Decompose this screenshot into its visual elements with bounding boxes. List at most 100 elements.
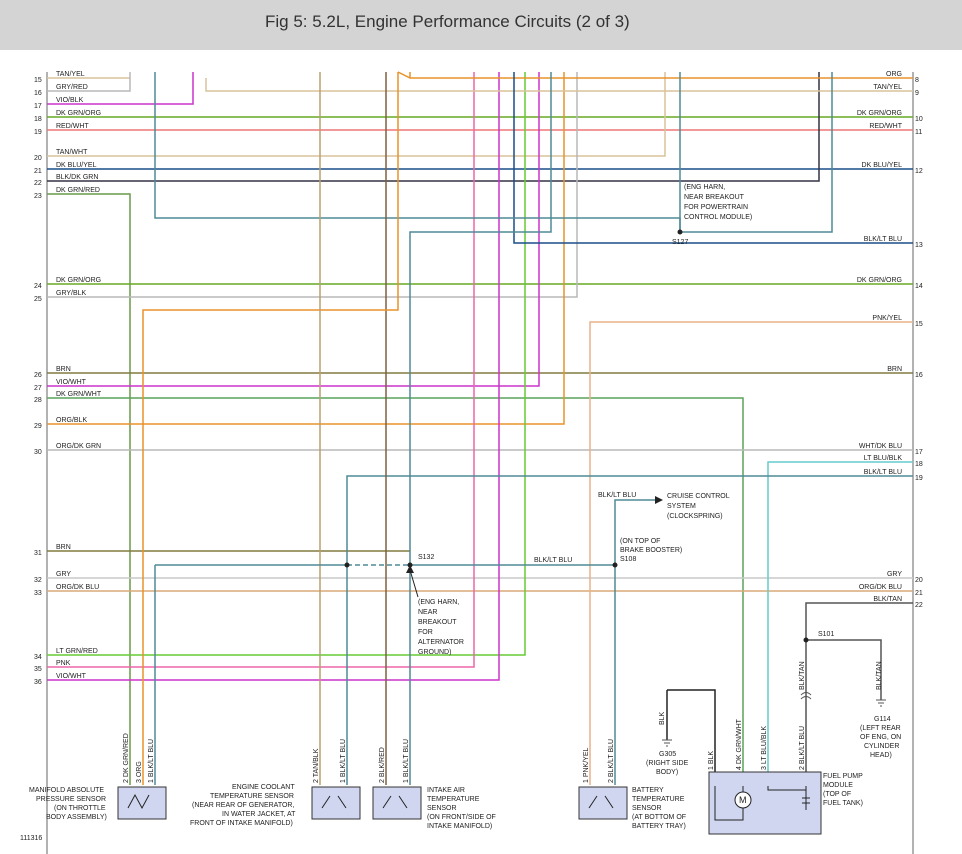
svg-text:(AT BOTTOM OF: (AT BOTTOM OF: [632, 814, 686, 821]
splice-s127-dot: [677, 229, 683, 235]
left-wire-number: 22: [34, 180, 42, 187]
right-wire-number: 20: [915, 577, 923, 584]
right-wire-number: 15: [915, 321, 923, 328]
right-wire-label: BRN: [887, 366, 902, 373]
left-wire-label: GRY/BLK: [56, 290, 87, 297]
bat-sensor-box: [578, 786, 628, 820]
figure-id: 111316: [20, 835, 42, 842]
right-wire-number: 22: [915, 602, 923, 609]
s127-note-1: (ENG HARN,: [684, 184, 725, 191]
s108-note-2: BRAKE BOOSTER): [620, 547, 682, 554]
g114-label-5: HEAD): [870, 752, 892, 759]
fuel-pump-label: FUEL PUMP MODULE (TOP OF FUEL TANK): [823, 773, 863, 807]
left-wire-label: DK BLU/YEL: [56, 162, 97, 169]
left-wire-label: DK GRN/RED: [56, 187, 100, 194]
bat-pin-1: 1 PNK/YEL: [583, 747, 590, 783]
right-wire-number: 10: [915, 116, 923, 123]
svg-text:FUEL PUMP: FUEL PUMP: [823, 773, 863, 780]
map-pin-2: 2 DK GRN/RED: [123, 733, 130, 783]
right-wire-label: ORG: [886, 71, 902, 78]
g114-wire-label: BLK/TAN: [876, 661, 883, 690]
right-wire-number: 11: [915, 129, 922, 136]
right-wire-label: TAN/YEL: [873, 84, 902, 91]
bat-pin-2: 2 BLK/LT BLU: [608, 739, 615, 783]
right-wire-number: 18: [915, 461, 923, 468]
left-wire-number: 24: [34, 283, 42, 290]
right-wire-label: DK GRN/ORG: [857, 277, 902, 284]
svg-text:(NEAR REAR OF GENERATOR,: (NEAR REAR OF GENERATOR,: [192, 802, 294, 809]
iat-pin-2: 2 BLK/RED: [379, 747, 386, 783]
svg-text:SENSOR: SENSOR: [427, 805, 457, 812]
left-wire-label: GRY/RED: [56, 84, 88, 91]
left-wire-number: 23: [34, 193, 42, 200]
left-wire-label: VIO/BLK: [56, 97, 84, 104]
fp-pin-3: 3 LT BLU/BLK: [761, 726, 768, 770]
ect-pin-1: 1 BLK/LT BLU: [340, 739, 347, 783]
component-boxes: [117, 771, 822, 835]
s127-note-3: FOR POWERTRAIN: [684, 204, 748, 211]
svg-text:INTAKE AIR: INTAKE AIR: [427, 787, 465, 794]
left-wire-label: BRN: [56, 366, 71, 373]
bat-sensor-label: BATTERY TEMPERATURE SENSOR (AT BOTTOM OF…: [632, 787, 686, 830]
svg-text:INTAKE MANIFOLD): INTAKE MANIFOLD): [427, 823, 492, 830]
s132-note-3: BREAKOUT: [418, 619, 457, 626]
svg-text:TEMPERATURE: TEMPERATURE: [427, 796, 480, 803]
left-wire-label: DK GRN/ORG: [56, 110, 101, 117]
right-wire-label: BLK/LT BLU: [864, 236, 902, 243]
page-title: Fig 5: 5.2L, Engine Performance Circuits…: [265, 12, 630, 31]
splice-s108-dot: [612, 562, 618, 568]
left-wire-label: DK GRN/WHT: [56, 391, 102, 398]
left-wire-number: 34: [34, 654, 42, 661]
iat-sensor-label: INTAKE AIR TEMPERATURE SENSOR (ON FRONT/…: [427, 787, 496, 830]
svg-text:(TOP OF: (TOP OF: [823, 791, 851, 798]
svg-text:(ON FRONT/SIDE OF: (ON FRONT/SIDE OF: [427, 814, 496, 821]
g114-label-3: OF ENG, ON: [860, 734, 901, 741]
diagram-frame: [46, 72, 914, 854]
left-wire-label: VIO/WHT: [56, 379, 87, 386]
map-pin-1: 1 BLK/LT BLU: [148, 739, 155, 783]
left-wire-number: 27: [34, 385, 42, 392]
s132-leader: [409, 569, 419, 598]
s132-label: S132: [418, 554, 434, 561]
s132-note-1: (ENG HARN,: [418, 599, 459, 606]
svg-text:TEMPERATURE: TEMPERATURE: [632, 796, 685, 803]
splice-dot-347: [344, 562, 350, 568]
left-wire-label: TAN/WHT: [56, 149, 88, 156]
map-sensor-box: [117, 786, 167, 820]
arrow-right-icon: [655, 496, 663, 504]
left-wire-label: PNK: [56, 660, 71, 667]
s132-note-4: FOR: [418, 629, 433, 636]
s132-note-2: NEAR: [418, 609, 437, 616]
g305-wire-label: BLK: [659, 711, 666, 725]
g305-label-1: G305: [659, 751, 676, 758]
right-wire-number: 21: [915, 590, 923, 597]
right-wire-number: 14: [915, 283, 923, 290]
fp-wire-blktan: BLK/TAN: [799, 661, 806, 690]
s101-label: S101: [818, 631, 834, 638]
s127-note-4: CONTROL MODULE): [684, 214, 752, 221]
left-wire-number: 21: [34, 168, 42, 175]
right-wire-label: RED/WHT: [869, 123, 902, 130]
svg-text:SENSOR: SENSOR: [632, 805, 662, 812]
left-wire-number: 33: [34, 590, 42, 597]
right-wire-number: 13: [915, 242, 923, 249]
left-wire-number: 16: [34, 90, 42, 97]
right-wire-number: 16: [915, 372, 923, 379]
svg-text:ENGINE COOLANT: ENGINE COOLANT: [232, 784, 295, 791]
svg-text:IN WATER JACKET, AT: IN WATER JACKET, AT: [222, 811, 296, 818]
left-wire-number: 30: [34, 449, 42, 456]
left-wire-label: RED/WHT: [56, 123, 89, 130]
right-wire-label: ORG/DK BLU: [859, 584, 902, 591]
left-wire-number: 29: [34, 423, 42, 430]
vertical-wires: [142, 72, 882, 785]
right-wire-number: 8: [915, 77, 919, 84]
left-wire-label: GRY: [56, 571, 71, 578]
s127-label: S127: [672, 239, 688, 246]
ect-sensor-label: ENGINE COOLANT TEMPERATURE SENSOR (NEAR …: [190, 784, 296, 827]
map-sensor-label: MANIFOLD ABSOLUTE PRESSURE SENSOR (ON TH…: [29, 787, 107, 821]
left-wire-label: BRN: [56, 544, 71, 551]
s108-label: S108: [620, 556, 636, 563]
g305-label-2: (RIGHT SIDE: [646, 760, 689, 767]
cruise-label-2: SYSTEM: [667, 503, 696, 510]
